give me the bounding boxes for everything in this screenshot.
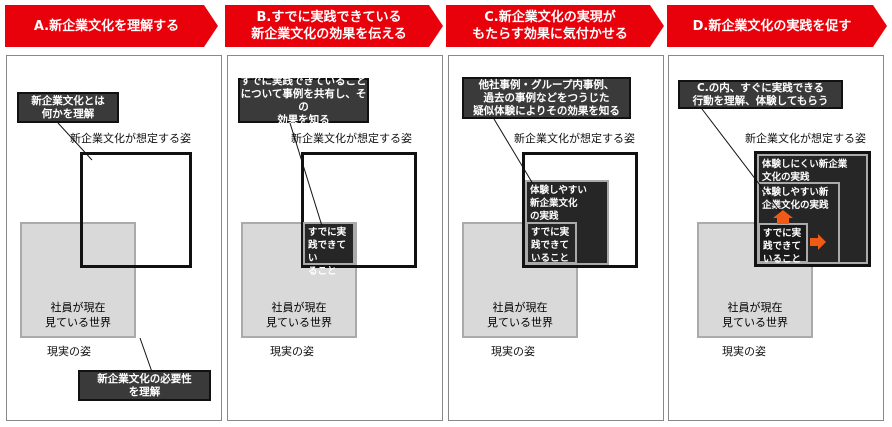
- ideal-label: 新企業文化が想定する姿: [70, 132, 191, 145]
- text-line: 新企業文化とは: [31, 94, 105, 107]
- step-c-label-2: もたらす効果に気付かせる: [472, 27, 628, 42]
- text-line: 疑似体験によりその効果を知る: [473, 104, 620, 117]
- callout-necessity: 新企業文化の必要性を理解: [78, 370, 211, 401]
- step-c-label-1: C.新企業文化の実現が: [484, 10, 616, 25]
- text-line: 社員が現在: [271, 301, 327, 314]
- text-line: C.の内、すぐに実践できる: [697, 81, 824, 94]
- text-line: すでに実: [308, 227, 347, 238]
- text-line: 行動を理解、体験してもらう: [692, 94, 829, 107]
- ideal-label: 新企業文化が想定する姿: [291, 132, 412, 145]
- real-square: [20, 222, 136, 338]
- text-line: 社員が現在: [492, 301, 548, 314]
- step-b-header: B.すでに実践できている新企業文化の効果を伝える: [225, 5, 443, 47]
- text-line: 社員が現在: [50, 301, 106, 314]
- step-d-header: D.新企業文化の実践を促す: [667, 5, 887, 47]
- step-a-label: A.新企業文化を理解する: [33, 18, 180, 34]
- text-line: 見ている世界: [45, 316, 111, 329]
- text-line: 体験しやすい: [530, 185, 587, 196]
- ideal-label: 新企業文化が想定する姿: [745, 132, 866, 145]
- text-line: 企業文化の実践: [762, 200, 829, 211]
- text-line: すでに実: [763, 228, 802, 239]
- text-line: 何かを理解: [41, 107, 95, 120]
- callout-pseudo-experience: 他社事例・グループ内事例、過去の事例などをつうじた疑似体験によりその効果を知る: [462, 77, 631, 119]
- practiced-box: すでに実践できていること: [303, 222, 355, 277]
- real-inner-label: 社員が現在見ている世界: [241, 300, 357, 330]
- text-line: 他社事例・グループ内事例、: [478, 78, 615, 91]
- step-b-label-1: B.すでに実践できている: [256, 10, 402, 25]
- text-line: ること: [308, 266, 337, 277]
- text-line: 効果を知る: [277, 113, 330, 126]
- real-inner-label: 社員が現在見ている世界: [20, 300, 136, 330]
- callout-understand: 新企業文化とは何かを理解: [17, 92, 119, 123]
- text-line: 体験しにくい新企業: [762, 159, 848, 170]
- text-line: 見ている世界: [487, 316, 553, 329]
- text-line: 文化の実践: [762, 172, 810, 183]
- text-line: すでに実: [531, 227, 570, 238]
- text-line: について事例を共有し、その: [240, 87, 367, 113]
- practiced-box: すでに実践できていること: [526, 222, 577, 264]
- step-d-label: D.新企業文化の実践を促す: [692, 18, 852, 34]
- step-a-header: A.新企業文化を理解する: [5, 5, 218, 47]
- step-b-label-2: 新企業文化の効果を伝える: [251, 27, 407, 42]
- text-line: いること: [531, 253, 570, 264]
- text-line: 体験しやすい新: [762, 187, 829, 198]
- step-c-header: C.新企業文化の実現がもたらす効果に気付かせる: [446, 5, 664, 47]
- real-label: 現実の姿: [491, 345, 535, 358]
- text-line: 践できてい: [308, 240, 347, 264]
- text-line: 見ている世界: [266, 316, 332, 329]
- ideal-square: [80, 152, 192, 268]
- callout-share-cases: すでに実践できていることについて事例を共有し、その効果を知る: [238, 74, 369, 126]
- real-label: 現実の姿: [47, 345, 91, 358]
- text-line: の実践: [530, 211, 559, 222]
- real-label: 現実の姿: [722, 345, 766, 358]
- text-line: 践できて: [763, 241, 802, 252]
- ideal-square: [522, 152, 638, 268]
- text-line: 践できて: [531, 240, 570, 251]
- ideal-label: 新企業文化が想定する姿: [514, 132, 635, 145]
- text-line: を理解: [128, 385, 161, 398]
- real-label: 現実の姿: [270, 345, 314, 358]
- text-line: 社員が現在: [727, 301, 783, 314]
- text-line: 過去の事例などをつうじた: [483, 91, 610, 104]
- practiced-box: すでに実践できていること: [758, 223, 808, 265]
- text-line: 新企業文化の必要性: [97, 372, 192, 385]
- text-line: いること: [763, 254, 802, 265]
- text-line: 新企業文化: [530, 198, 578, 209]
- text-line: 見ている世界: [722, 316, 788, 329]
- callout-immediate-action: C.の内、すぐに実践できる行動を理解、体験してもらう: [678, 80, 843, 109]
- real-inner-label: 社員が現在見ている世界: [462, 300, 578, 330]
- text-line: すでに実践できていること: [240, 74, 367, 87]
- real-inner-label: 社員が現在見ている世界: [697, 300, 813, 330]
